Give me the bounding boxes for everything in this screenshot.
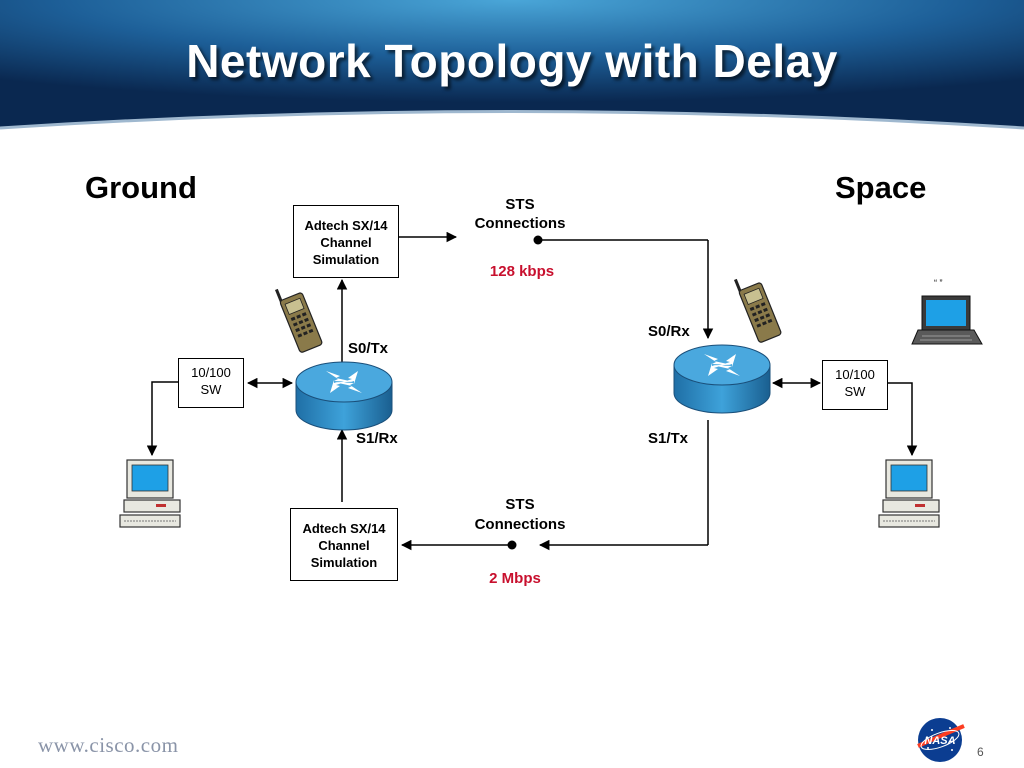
bottom-channel-line3: Simulation — [310, 555, 378, 570]
bottom-sts-dot — [507, 540, 517, 550]
left-switch-pc-link — [146, 381, 178, 457]
top-rate-label: 128 kbps — [489, 263, 555, 280]
svg-text:NASA: NASA — [924, 735, 955, 747]
bottom-rate-label: 2 Mbps — [489, 570, 541, 587]
right-switch-box: 10/100 SW — [822, 360, 888, 410]
top-channel-line3: Simulation — [312, 252, 380, 267]
bottom-sts-line1: STS — [505, 496, 535, 513]
left-s1-rx-label: S1/Rx — [356, 430, 398, 447]
footer-url: www.cisco.com — [38, 733, 179, 757]
top-sts-line1: STS — [505, 196, 535, 213]
cell-phone-icon — [734, 278, 782, 343]
bottom-channel-simulation-box: Adtech SX/14 Channel Simulation — [290, 508, 398, 581]
top-channel-line1: Adtech SX/14 — [304, 218, 388, 233]
right-switch-pc-link — [887, 382, 918, 457]
router-icon — [295, 361, 393, 431]
bottom-sts-line2: Connections — [474, 516, 566, 533]
laptop-icon — [911, 295, 983, 345]
cell-phone-icon — [275, 288, 323, 353]
top-sts-line2: Connections — [474, 215, 566, 232]
top-channel-line2: Channel — [320, 235, 372, 250]
top-channel-simulation-box: Adtech SX/14 Channel Simulation — [293, 205, 399, 278]
left-switch-box: 10/100 SW — [178, 358, 244, 408]
bottom-channel-line1: Adtech SX/14 — [302, 521, 386, 536]
left-switch-line2: SW — [200, 382, 222, 397]
space-label: Space — [835, 170, 927, 205]
page-number: 6 — [977, 745, 984, 759]
laptop-caption: “ ” — [934, 278, 943, 288]
left-switch-line1: 10/100 — [191, 365, 231, 380]
desktop-computer-icon — [119, 459, 181, 528]
top-sts-label: STS Connections — [460, 195, 580, 233]
top-sts-dot — [533, 235, 543, 245]
right-switch-line1: 10/100 — [835, 367, 875, 382]
nasa-logo-icon: NASA — [917, 718, 965, 762]
right-switch-line2: SW — [844, 384, 866, 399]
router-icon — [673, 344, 771, 414]
left-s0-tx-label: S0/Tx — [348, 340, 389, 357]
ground-label: Ground — [85, 170, 197, 205]
desktop-computer-icon — [878, 459, 940, 528]
page-title: Network Topology with Delay — [186, 35, 838, 87]
right-s0-rx-label: S0/Rx — [648, 323, 690, 340]
right-s1-tx-label: S1/Tx — [648, 430, 689, 447]
title-banner — [0, 0, 1024, 130]
bottom-sts-label: STS Connections — [458, 495, 582, 535]
bottom-channel-line2: Channel — [318, 538, 370, 553]
